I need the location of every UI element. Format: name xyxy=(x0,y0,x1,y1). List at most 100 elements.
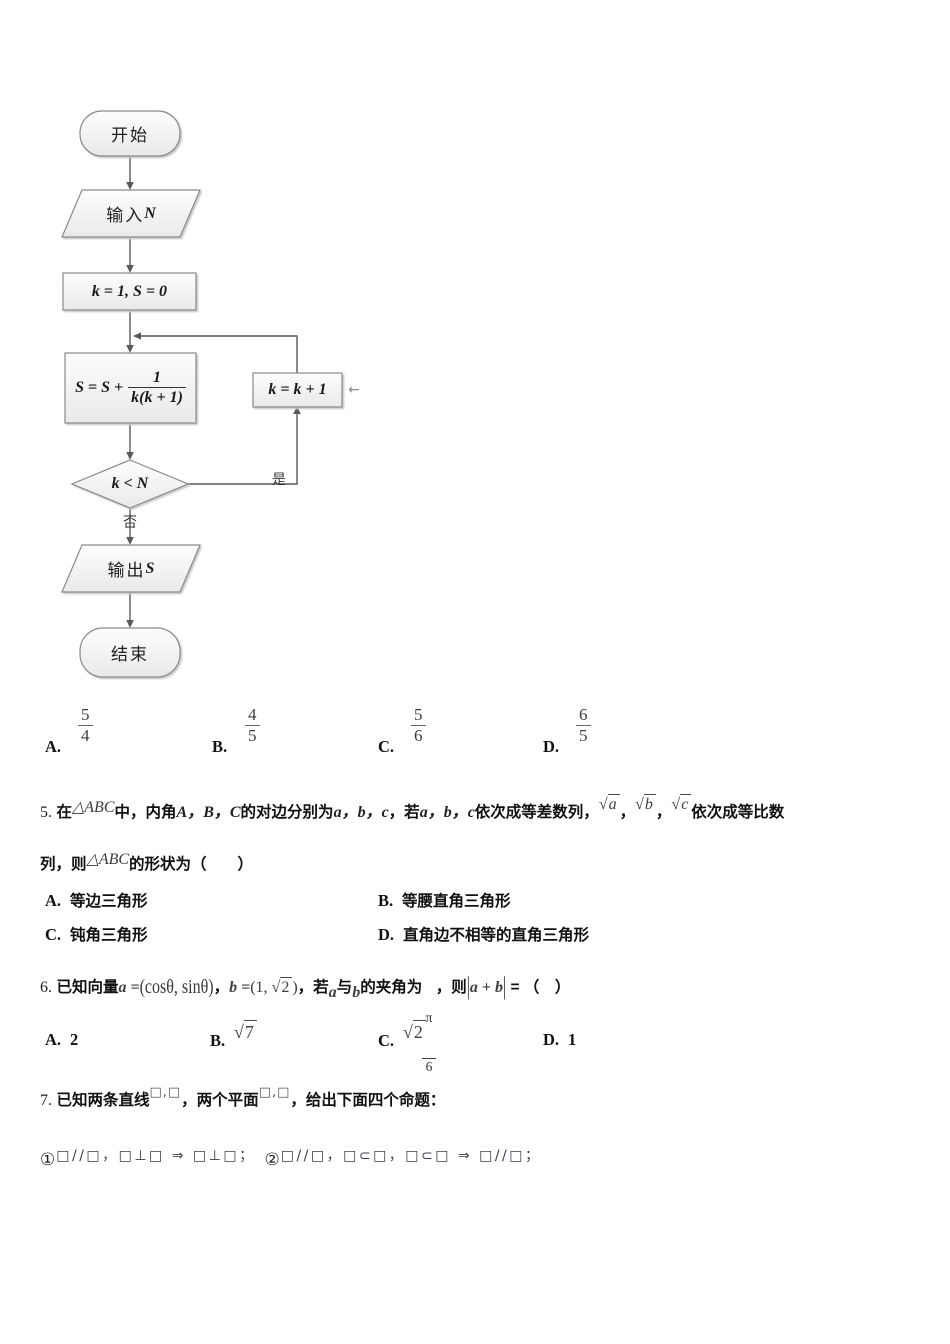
option-text: 直角边不相等的直角三角形 xyxy=(402,927,589,944)
sum-prefix: S = S + xyxy=(75,379,124,396)
proposition-1: □//□，□⊥□ ⇒ □⊥□； xyxy=(56,1148,256,1164)
sum-label: S = S + 1 k(k + 1) xyxy=(65,353,196,423)
q6-text: = （ ） xyxy=(506,979,571,996)
radicand: 2 xyxy=(280,977,293,996)
q4-option-a-key: A. xyxy=(45,737,62,756)
fraction-numerator: 6 xyxy=(579,705,588,724)
radical-sign: √ xyxy=(234,1022,244,1042)
vector-b-close: ) xyxy=(292,979,298,996)
output-node xyxy=(61,544,201,593)
increment-label: k = k + 1 xyxy=(253,373,342,407)
q4-option-d: D. 6 5 xyxy=(543,703,663,761)
start-text: 开始 xyxy=(111,126,149,145)
fraction-numerator: 5 xyxy=(414,705,423,724)
q7-text: ，两个平面 xyxy=(181,1092,259,1109)
q7-text: ，给出下面四个命题： xyxy=(290,1092,446,1109)
increment-expression: k = k + 1 xyxy=(268,381,327,398)
flow-connectors xyxy=(129,156,298,621)
vector-b-symbol: b xyxy=(352,984,361,1001)
decision-condition: k < N xyxy=(111,475,149,492)
q6-option-c: C. √2 xyxy=(378,1020,426,1051)
comma: ， xyxy=(213,979,230,996)
option-key: C. xyxy=(45,925,62,944)
option-value: 2 xyxy=(69,1030,79,1049)
fraction-denominator: 6 xyxy=(422,1057,436,1075)
q5-text: 依次成等比数 xyxy=(691,804,785,821)
start-label: 开始 xyxy=(80,111,180,156)
output-variable: S xyxy=(145,559,155,577)
q6-option-d: D. 1 xyxy=(543,1030,576,1050)
q5-text: 的对边分别为 xyxy=(240,804,334,821)
option-text: 等腰直角三角形 xyxy=(402,893,511,910)
fraction-denominator: 4 xyxy=(78,724,93,746)
q6-number: 6. xyxy=(40,979,52,996)
yes-text: 是 xyxy=(272,473,286,488)
sqrt-a: √a xyxy=(598,794,620,814)
increment-node xyxy=(252,372,343,408)
sum-fraction: 1 k(k + 1) xyxy=(128,369,186,408)
radical-sign: √ xyxy=(671,796,681,813)
q5-text: 中，内角 xyxy=(114,804,177,821)
radical-sign: √ xyxy=(271,979,281,996)
sum-fraction-numerator: 1 xyxy=(153,368,162,386)
missing-glyph-planes: □,□ xyxy=(258,1085,291,1100)
q4-option-c-key: C. xyxy=(378,737,395,756)
fraction-numerator: π xyxy=(425,1010,433,1025)
fraction-denominator: 6 xyxy=(411,724,426,746)
q4-option-b-fraction: 4 5 xyxy=(245,705,260,746)
radical-sign: √ xyxy=(635,796,644,813)
option-key: C. xyxy=(378,1031,395,1050)
flowchart-diagram xyxy=(61,110,343,678)
q6-option-b: B. √7 xyxy=(210,1020,257,1051)
option-value: 1 xyxy=(567,1030,577,1049)
radicand: b xyxy=(643,794,656,813)
init-node xyxy=(62,272,197,311)
radicand: c xyxy=(680,794,692,813)
fraction-numerator: 5 xyxy=(81,705,90,724)
q4-option-d-fraction: 6 5 xyxy=(576,705,591,746)
radical-sign: √ xyxy=(598,796,608,813)
side-arrow: ← xyxy=(344,380,364,400)
abs-bar: | xyxy=(466,974,470,1001)
proposition-2: □//□，□⊂□，□⊂□ ⇒ □//□； xyxy=(280,1148,542,1164)
radicand: a xyxy=(607,794,620,813)
q5-option-b: B. 等腰直角三角形 xyxy=(378,889,511,911)
q5-text: ，若 xyxy=(388,804,420,821)
pi-over-6-fraction: π 6 xyxy=(422,978,436,1107)
radical-sign: √ xyxy=(402,1022,413,1042)
option-key: B. xyxy=(378,891,394,910)
sqrt-2: √2 xyxy=(271,977,293,997)
q6-text: 与 xyxy=(336,979,353,996)
circled-2: ② xyxy=(264,1150,281,1170)
q5-text: 依次成等差数列， xyxy=(474,804,599,821)
sqrt-b: √b xyxy=(635,794,656,814)
q4-option-a: A. 5 4 xyxy=(45,703,165,761)
q7-text: 已知两条直线 xyxy=(56,1092,150,1109)
q5-text: 的形状为（ ） xyxy=(129,856,254,873)
input-text: 输入 xyxy=(106,206,145,225)
output-text: 输出 xyxy=(107,561,146,580)
triangle-abc-symbol: △ABC xyxy=(71,799,115,816)
sum-fraction-denominator: k(k + 1) xyxy=(128,387,186,407)
init-label: k = 1, S = 0 xyxy=(63,273,196,310)
q6-stem: 6. 已知向量 a = (cosθ, sinθ) ， b = (1, √2) ，… xyxy=(40,974,571,1109)
radicand: 7 xyxy=(243,1020,257,1042)
q5-angles: A，B，C xyxy=(176,804,241,821)
q4-option-a-fraction: 5 4 xyxy=(78,705,93,746)
radicand: 2 xyxy=(412,1020,426,1042)
comma: ， xyxy=(655,804,672,821)
q4-option-b: B. 4 5 xyxy=(212,703,332,761)
start-node xyxy=(79,110,181,157)
missing-glyph-lines: □,□ xyxy=(149,1085,182,1100)
q6-text: 已知向量 xyxy=(56,979,119,996)
vector-a-symbol: a xyxy=(328,984,337,1001)
q5-sides: a，b，c xyxy=(333,804,389,821)
vector-a-components: (cosθ, sinθ) xyxy=(139,976,214,998)
q7-propositions: ① □//□，□⊥□ ⇒ □⊥□； ② □//□，□⊂□，□⊂□ ⇒ □//□； xyxy=(40,1148,542,1170)
yes-branch-label: 是 xyxy=(264,468,294,490)
input-node xyxy=(61,189,201,238)
no-branch-label: 否 xyxy=(116,511,144,533)
left-arrow-icon: ← xyxy=(348,382,360,398)
q5-option-d: D. 直角边不相等的直角三角形 xyxy=(378,923,589,945)
